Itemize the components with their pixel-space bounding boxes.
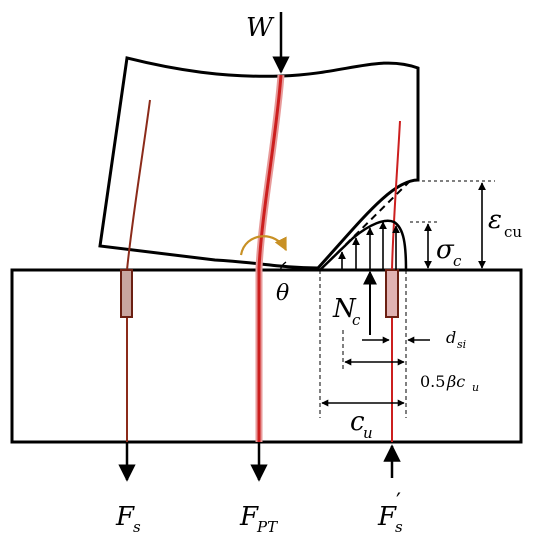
- label-theta: θ: [276, 281, 289, 306]
- svg-text:N: N: [332, 294, 357, 324]
- svg-text:F: F: [115, 502, 135, 532]
- svg-text:βc: βc: [446, 372, 465, 391]
- left-rebar-sleeve: [120, 269, 133, 318]
- label-half-beta-cu: 0.5 βc u: [420, 372, 479, 394]
- label-fpt: F PT: [239, 502, 278, 536]
- stress-block-curve: [319, 219, 408, 271]
- label-w: W: [246, 13, 275, 43]
- svg-text:ε: ε: [488, 205, 502, 235]
- foundation-block: [10, 268, 523, 444]
- pt-tendon: [255, 74, 285, 442]
- svg-text:c: c: [350, 407, 365, 437]
- label-nc: N c: [332, 294, 361, 329]
- label-epsilon-cu: ε cu: [488, 205, 522, 241]
- svg-text:0.5: 0.5: [420, 372, 445, 391]
- svg-text:F: F: [377, 502, 397, 532]
- label-cu: c u: [350, 407, 373, 442]
- right-rebar-sleeve: [385, 269, 399, 318]
- svg-text:c: c: [352, 311, 361, 329]
- svg-text:PT: PT: [256, 518, 278, 536]
- svg-text:cu: cu: [504, 223, 522, 241]
- label-fs-prime: F s ′: [377, 490, 403, 536]
- svg-text:c: c: [453, 252, 462, 270]
- svg-text:s: s: [395, 518, 403, 536]
- stress-arrows: [338, 221, 400, 270]
- svg-text:F: F: [239, 502, 259, 532]
- svg-text:si: si: [457, 338, 466, 351]
- svg-text:σ: σ: [436, 235, 455, 265]
- svg-text:u: u: [472, 381, 479, 394]
- right-rebar: [391, 120, 401, 442]
- strain-line: [319, 180, 411, 271]
- label-fs: F s: [115, 502, 141, 536]
- wall-panel: [98, 56, 420, 270]
- theta-arc: [280, 261, 287, 272]
- svg-text:u: u: [363, 424, 373, 442]
- label-dsi: d si: [446, 328, 466, 351]
- svg-text:d: d: [446, 328, 456, 347]
- rotation-arrow: [239, 235, 287, 256]
- svg-text:′: ′: [396, 490, 401, 515]
- svg-text:s: s: [133, 518, 141, 536]
- pt-tendon-core: [257, 74, 283, 442]
- label-sigma-c: σ c: [436, 235, 462, 270]
- left-rebar: [126, 99, 151, 442]
